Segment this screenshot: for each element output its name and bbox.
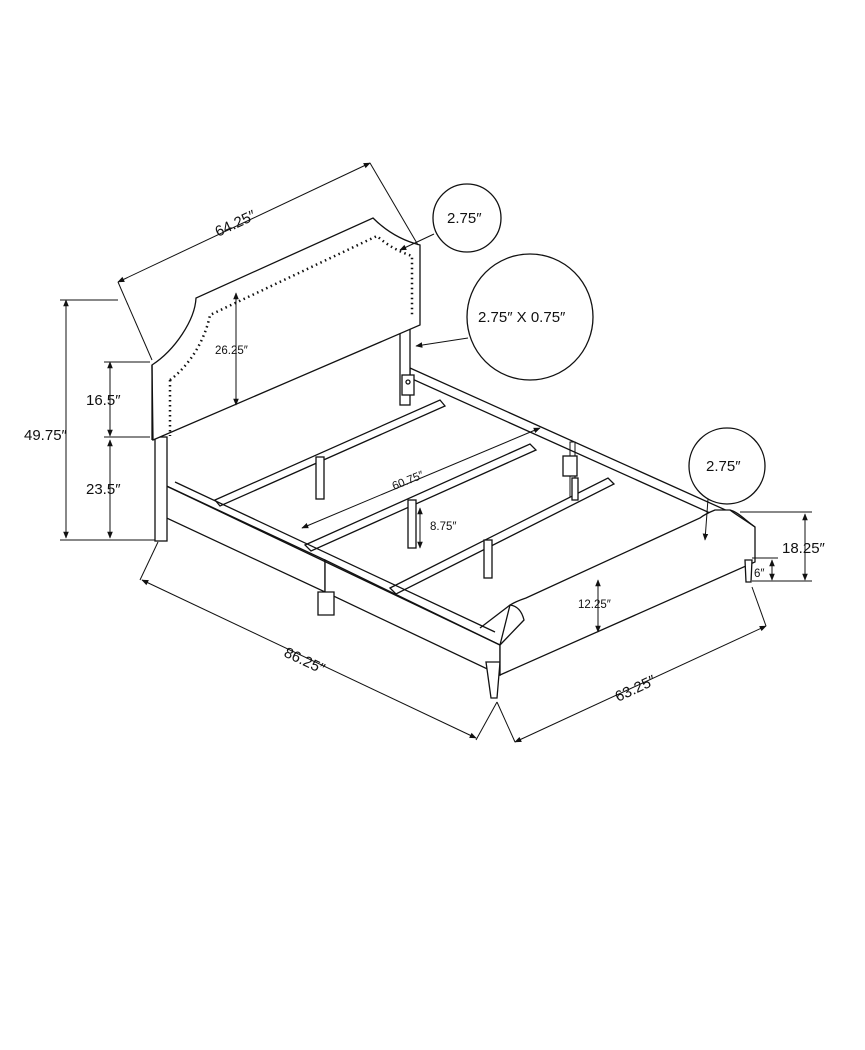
dimension-lines [60, 162, 812, 743]
headboard-post-left [154, 436, 168, 542]
label-headboard-panel-height: 16.5″ [86, 392, 121, 409]
front-left-leg [485, 661, 501, 699]
middle-leg [317, 591, 335, 616]
label-callout-top: 2.75″ [447, 210, 482, 227]
label-leg-to-rail-height: 23.5″ [86, 481, 121, 498]
label-callout-bracket: 2.75″ X 0.75″ [478, 309, 566, 326]
callout-top [399, 183, 502, 253]
left-side-rail [157, 480, 326, 594]
headboard [151, 217, 421, 441]
label-headboard-width: 64.25″ [213, 207, 260, 241]
label-total-length: 86.25″ [281, 644, 328, 678]
label-total-width: 63.25″ [613, 672, 660, 706]
front-right-leg [744, 559, 753, 583]
callout-bracket [415, 253, 594, 381]
callout-foot [688, 427, 766, 541]
bed-frame-drawing [151, 217, 756, 699]
rail-bracket [401, 374, 415, 396]
label-foot-leg-height: 6″ [754, 568, 764, 580]
label-footboard-rail-height: 12.25″ [578, 599, 611, 611]
center-bracket [562, 455, 578, 477]
label-headboard-height: 26.25″ [215, 345, 248, 357]
label-slat-length: 60.75″ [391, 469, 426, 492]
label-slat-leg-height: 8.75″ [430, 521, 456, 533]
label-footboard-height: 18.25″ [782, 540, 826, 557]
label-total-height: 49.75″ [24, 427, 68, 444]
label-callout-foot: 2.75″ [706, 458, 741, 475]
